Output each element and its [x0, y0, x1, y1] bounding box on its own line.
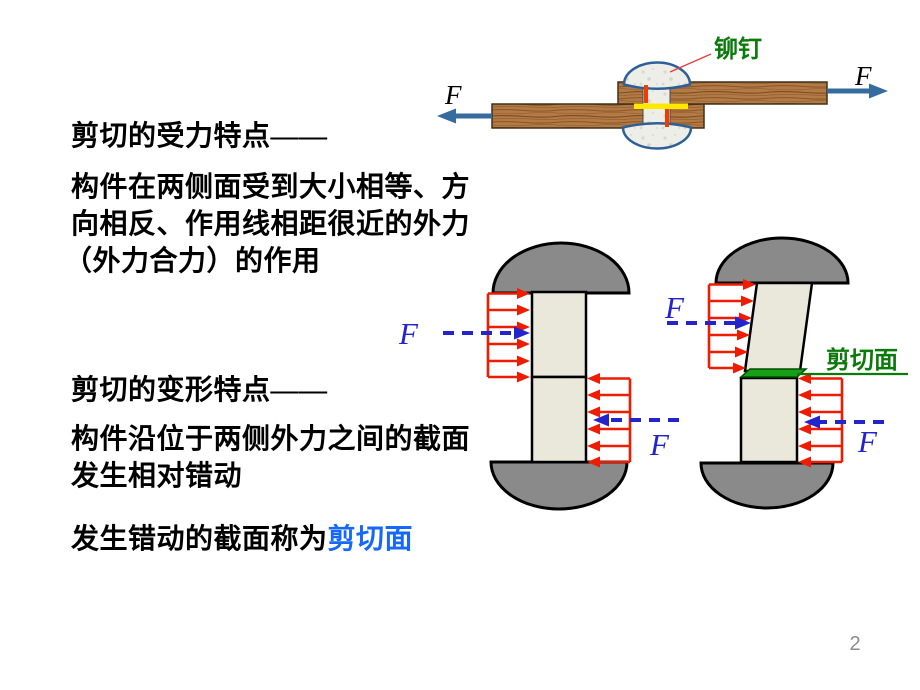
- conclusion-line: 发生错动的截面称为剪切面: [71, 524, 413, 556]
- rivet-head-top-shape: [714, 236, 850, 285]
- force-label-bottom: F: [649, 427, 670, 462]
- shear-force-body-line1: 构件在两侧面受到大小相等、方: [71, 172, 471, 203]
- force-label-left: F: [444, 80, 462, 110]
- shear-diagram-deformed: F F 剪切面: [664, 236, 908, 510]
- rivet-head-bottom-shape: [699, 461, 835, 510]
- shank-lower-half: [530, 375, 588, 464]
- shear-plane-face: [739, 368, 808, 378]
- shear-force-heading: 剪切的受力特点——: [71, 121, 328, 152]
- force-label-top: F: [664, 290, 685, 325]
- shear-deform-body-line1: 构件沿位于两侧外力之间的截面: [71, 424, 471, 455]
- force-label-right: F: [854, 61, 872, 91]
- shank-upper-half: [530, 290, 588, 379]
- distributed-load-upper: [707, 279, 756, 374]
- shear-force-body-line3: （外力合力）的作用: [64, 246, 321, 277]
- shear-interface-strip: [634, 103, 688, 109]
- distributed-load-upper: [486, 288, 530, 383]
- force-label-top: F: [398, 316, 419, 351]
- rivet-callout-line: [669, 53, 712, 73]
- page-number: 2: [849, 633, 861, 655]
- shear-deform-heading: 剪切的变形特点——: [71, 375, 328, 406]
- distributed-load-lower: [587, 373, 632, 468]
- shear-deform-body-line2: 发生相对错动: [71, 461, 243, 492]
- shank-upper-half-sheared: [743, 281, 814, 373]
- shank-lower-half: [739, 376, 799, 464]
- shear-plane-term: 剪切面: [327, 524, 414, 555]
- conclusion-prefix: 发生错动的截面称为: [71, 524, 328, 555]
- shear-diagram-undeformed: F F: [398, 241, 679, 511]
- shear-plane-label: 剪切面: [826, 346, 898, 374]
- rivet-joint-diagram: F F 铆钉: [437, 36, 888, 150]
- shear-diagrams: F F: [398, 236, 908, 511]
- rivet-label: 铆钉: [714, 36, 762, 63]
- rivet-head-bottom-shape: [489, 460, 629, 511]
- shear-force-body-line2: 向相反、作用线相距很近的外力: [71, 209, 471, 240]
- rivet-head-top: [622, 61, 692, 90]
- rivet-head-bottom: [621, 122, 693, 150]
- rivet-head-top-shape: [491, 241, 631, 295]
- force-label-bottom: F: [857, 424, 878, 459]
